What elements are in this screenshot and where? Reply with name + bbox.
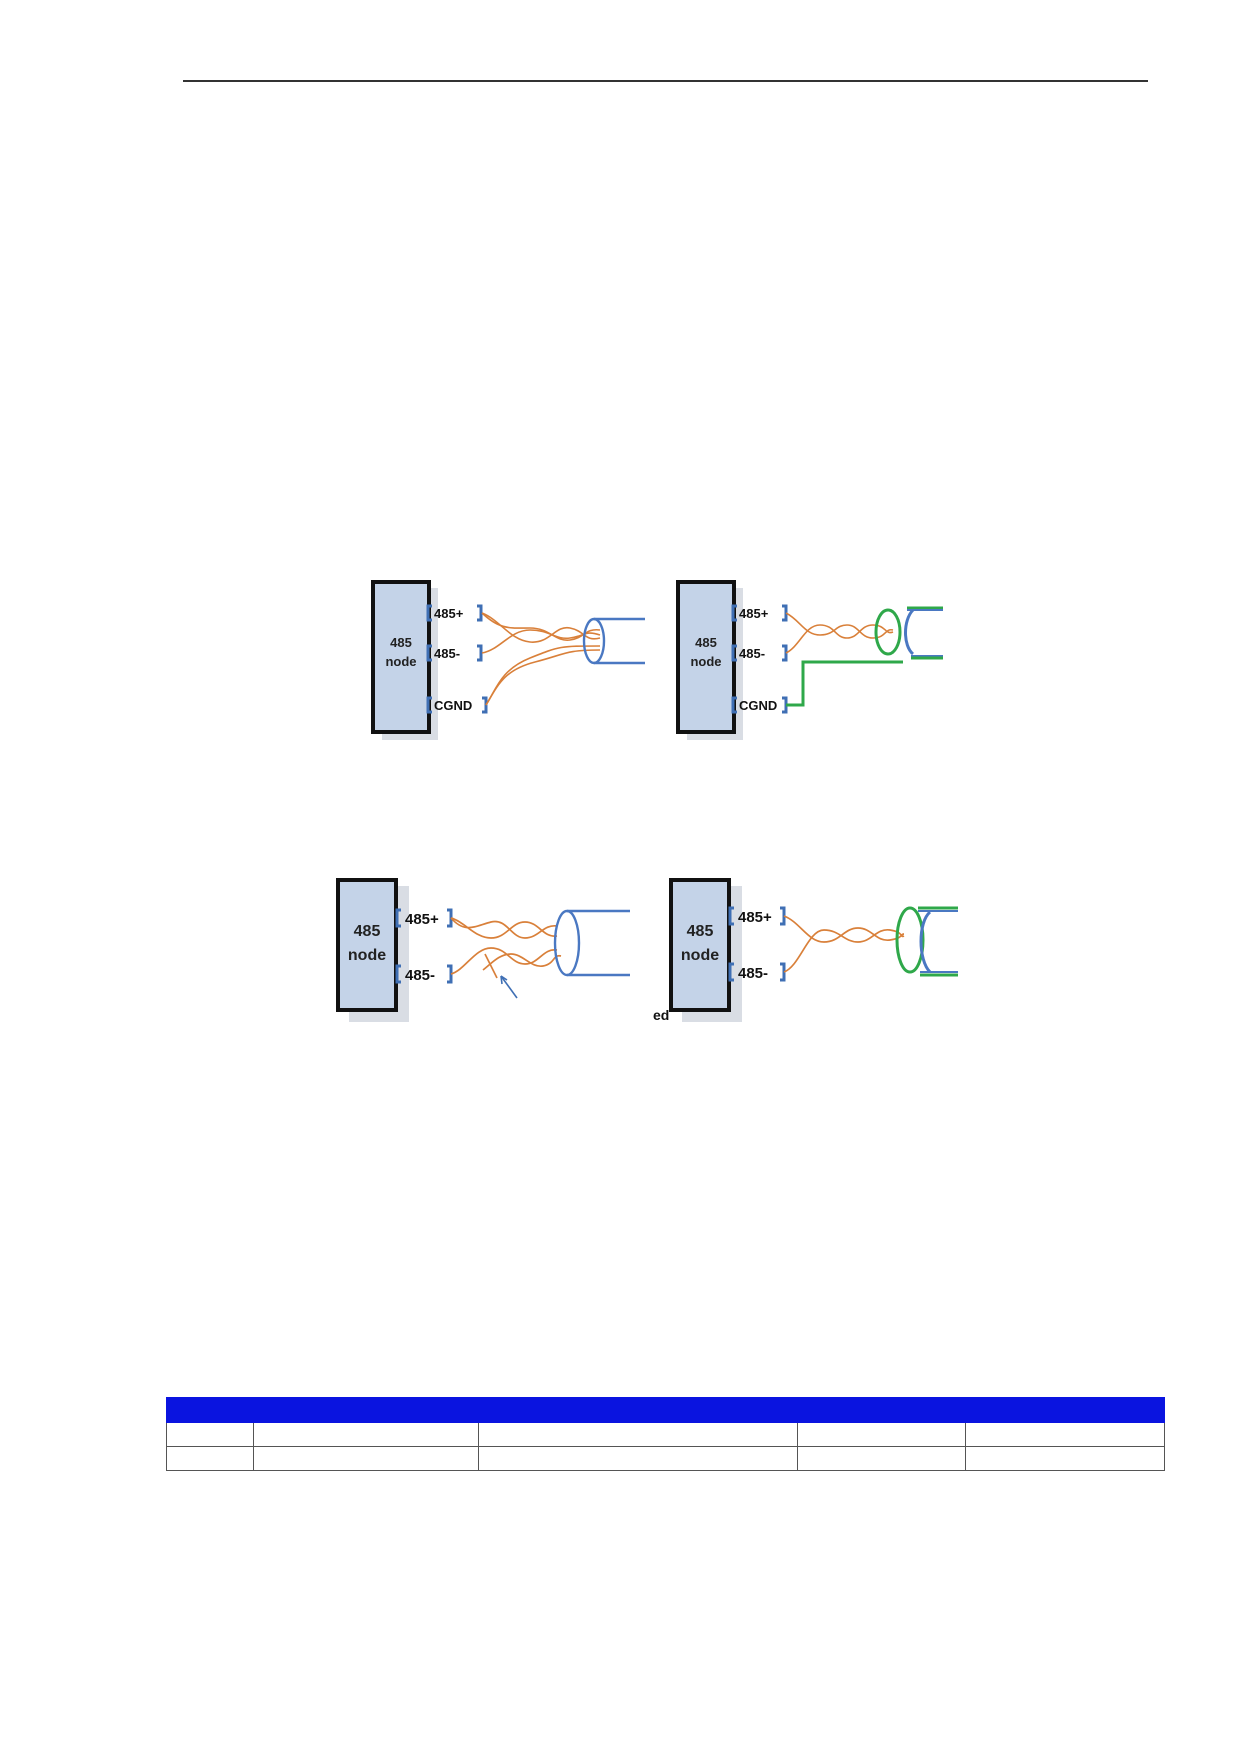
wiring-diagram-cgnd-unshielded: 485 node 485+ 485- CGND — [370, 580, 660, 750]
cropped-caption-fragment: ed — [653, 1007, 670, 1023]
node-box — [371, 580, 431, 734]
twisted-pair — [785, 612, 894, 654]
table-cell — [166, 1446, 254, 1471]
wiring-diagram-cgnd-shielded: 485 node 485+ 485- CGND — [675, 580, 960, 750]
wiring-diagram-shield-only: 485 node 485+ 485- — [668, 878, 968, 1028]
node-label-line1: 485 — [687, 923, 714, 940]
header-rule — [183, 80, 1148, 82]
table-cell — [965, 1422, 1165, 1447]
node-label-line2: node — [385, 654, 416, 669]
table-cell — [965, 1446, 1165, 1471]
table-cell — [797, 1446, 966, 1471]
port-label-485minus: 485- — [739, 646, 765, 661]
node-label-line1: 485 — [390, 635, 412, 650]
spec-table — [166, 1397, 1165, 1471]
port-label-485plus: 485+ — [738, 909, 772, 926]
cable — [582, 617, 645, 665]
table-header-cell — [166, 1397, 254, 1423]
table-cell — [797, 1422, 966, 1447]
node-label-line1: 485 — [354, 923, 381, 940]
node-label-line2: node — [690, 654, 721, 669]
table-cell — [253, 1422, 479, 1447]
table-row — [166, 1422, 1165, 1447]
node-label-line2: node — [348, 947, 386, 964]
table-header-cell — [965, 1397, 1165, 1423]
twisted-pair — [783, 915, 905, 973]
port-label-485plus: 485+ — [405, 911, 439, 928]
node-label-line2: node — [681, 947, 719, 964]
port-label-485plus: 485+ — [739, 606, 769, 621]
cable — [895, 906, 958, 977]
node-box — [669, 878, 731, 1012]
table-header-cell — [478, 1397, 798, 1423]
node-box — [336, 878, 398, 1012]
port-label-485plus: 485+ — [434, 606, 464, 621]
table-header-cell — [253, 1397, 479, 1423]
table-row — [166, 1446, 1165, 1471]
twisted-pair — [450, 917, 562, 979]
wiring-diagram-no-ground: 485 node 485+ 485- — [335, 878, 640, 1028]
port-label-cgnd: CGND — [434, 698, 472, 713]
table-header-cell — [797, 1397, 966, 1423]
table-cell — [478, 1422, 798, 1447]
cable — [904, 606, 943, 660]
table-cell — [166, 1422, 254, 1447]
port-label-485minus: 485- — [434, 646, 460, 661]
shield-ground-wire — [786, 608, 903, 707]
table-cell — [478, 1446, 798, 1471]
arrow-indicator — [500, 975, 518, 999]
port-label-485minus: 485- — [738, 965, 768, 982]
table-cell — [253, 1446, 479, 1471]
node-box — [676, 580, 736, 734]
node-label-line1: 485 — [695, 635, 717, 650]
table-header-row — [166, 1397, 1165, 1423]
port-label-cgnd: CGND — [739, 698, 777, 713]
cable — [553, 909, 630, 977]
port-label-485minus: 485- — [405, 967, 435, 984]
twisted-pair — [481, 612, 601, 706]
